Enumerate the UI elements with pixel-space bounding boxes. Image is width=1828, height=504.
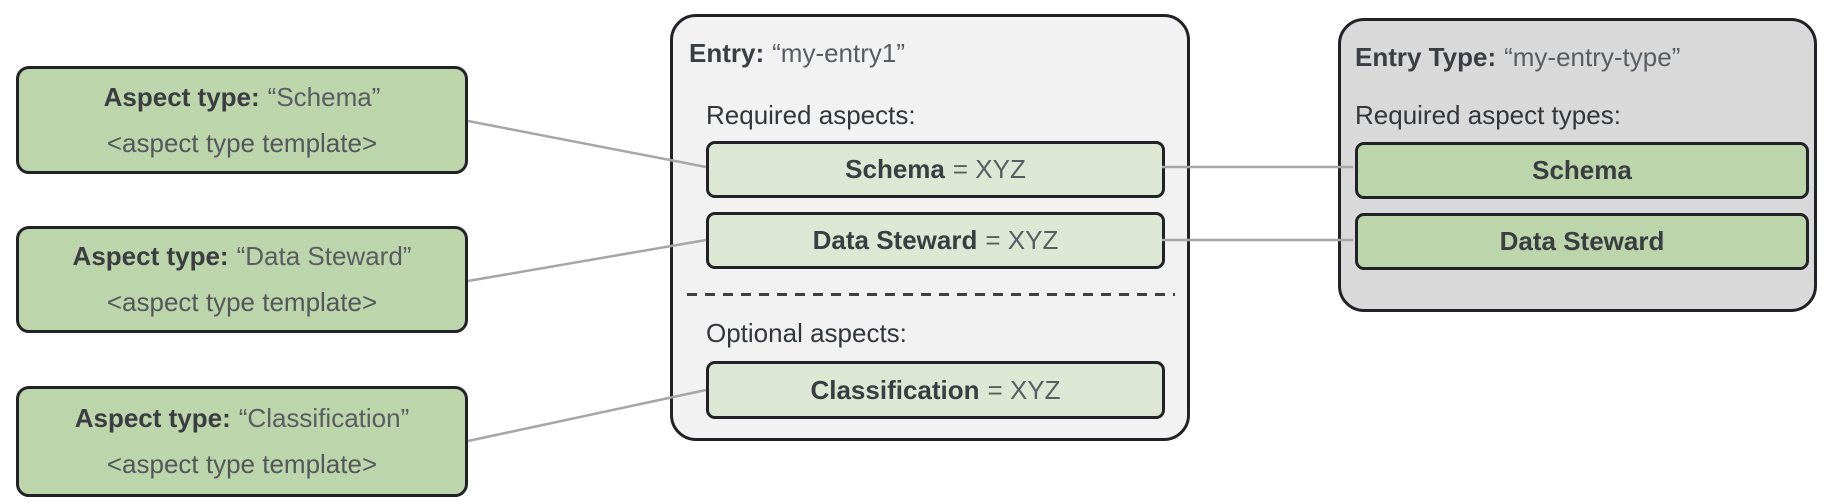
aspect-type-chip-name: Data Steward — [1499, 226, 1665, 256]
entry-type-title-value: “my-entry-type” — [1504, 42, 1681, 72]
entry-title-label: Entry: — [689, 38, 765, 68]
aspect-type-title: Aspect type:“Schema” — [104, 82, 381, 113]
aspect-type-name: “Data Steward” — [236, 241, 412, 271]
optional-aspects-label: Optional aspects: — [706, 318, 907, 348]
aspect-type-template: <aspect type template> — [106, 287, 378, 317]
aspect-type-title: Aspect type:“Data Steward” — [73, 241, 412, 272]
aspect-chip-data-steward: Data Steward= XYZ — [706, 212, 1165, 269]
entry-box: Entry:“my-entry1” Required aspects: Sche… — [670, 14, 1190, 441]
aspect-type-label: Aspect type: — [103, 81, 260, 112]
aspect-type-label: Aspect type: — [72, 241, 229, 271]
aspect-type-template: <aspect type template> — [106, 127, 378, 158]
aspect-chip-name: Classification — [810, 374, 980, 405]
entry-title-value: “my-entry1” — [772, 38, 906, 68]
aspect-chip-name: Schema — [845, 154, 945, 184]
aspect-type-chip-name: Schema — [1532, 155, 1632, 185]
aspect-type-label: Aspect type: — [74, 403, 231, 433]
aspect-chip-classification: Classification= XYZ — [706, 361, 1165, 419]
entry-type-title-label: Entry Type: — [1355, 42, 1497, 72]
required-aspects-label: Required aspects: — [706, 100, 916, 130]
aspect-type-name: “Schema” — [267, 81, 381, 112]
required-aspect-types-label: Required aspect types: — [1355, 100, 1621, 130]
aspect-type-chip-schema: Schema — [1355, 142, 1809, 199]
aspect-type-name: “Classification” — [238, 403, 410, 433]
entry-type-box: Entry Type:“my-entry-type” Required aspe… — [1338, 18, 1817, 312]
aspect-chip-value: = XYZ — [952, 154, 1026, 184]
aspect-chip-schema: Schema= XYZ — [706, 141, 1165, 198]
aspect-type-box-schema: Aspect type:“Schema” <aspect type templa… — [16, 66, 468, 174]
aspect-type-box-data-steward: Aspect type:“Data Steward” <aspect type … — [16, 226, 468, 333]
dashed-divider — [687, 293, 1175, 296]
aspect-chip-name: Data Steward — [812, 225, 978, 255]
aspect-type-title: Aspect type:“Classification” — [75, 403, 410, 434]
entry-title: Entry:“my-entry1” — [689, 37, 905, 69]
aspect-type-box-classification: Aspect type:“Classification” <aspect typ… — [16, 386, 468, 497]
aspect-chip-value: = XYZ — [987, 374, 1061, 405]
entry-type-title: Entry Type:“my-entry-type” — [1355, 41, 1680, 73]
aspect-chip-value: = XYZ — [985, 225, 1059, 255]
aspect-type-template: <aspect type template> — [106, 449, 378, 479]
aspect-type-chip-data-steward: Data Steward — [1355, 213, 1809, 270]
